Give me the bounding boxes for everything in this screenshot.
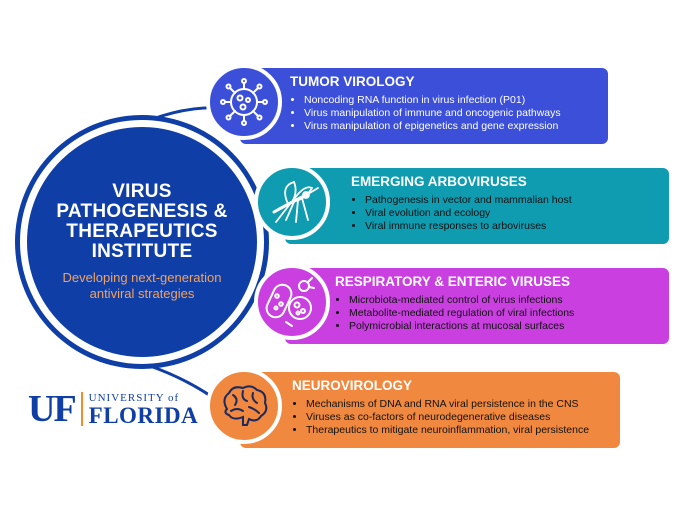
card-title: RESPIRATORY & ENTERIC VIRUSES — [335, 274, 571, 289]
list-item: Virus manipulation of immune and oncogen… — [304, 107, 598, 120]
card-emerging-arboviruses: EMERGING ARBOVIRUSES Pathogenesis in vec… — [285, 168, 669, 244]
list-item: Therapeutics to mitigate neuroinflammati… — [306, 424, 610, 437]
card-title: NEUROVIROLOGY — [292, 378, 413, 393]
virus-icon — [206, 64, 282, 140]
logo-line-florida: FLORIDA — [88, 402, 199, 428]
list-item: Pathogenesis in vector and mammalian hos… — [365, 194, 659, 207]
card-list: Mechanisms of DNA and RNA viral persiste… — [292, 398, 610, 437]
card-list: Noncoding RNA function in virus infectio… — [290, 94, 598, 133]
mosquito-icon — [254, 164, 330, 240]
hub-title: VIRUS PATHOGENESIS & THERAPEUTICS INSTIT… — [56, 181, 228, 262]
list-item: Viruses as co-factors of neurodegenerati… — [306, 411, 610, 424]
card-title: EMERGING ARBOVIRUSES — [351, 174, 527, 189]
list-item: Viral immune responses to arboviruses — [365, 220, 659, 233]
list-item: Metabolite-mediated regulation of viral … — [349, 307, 659, 320]
logo-line-university: UNIVERSITY of — [88, 391, 180, 404]
list-item: Polymicrobial interactions at mucosal su… — [349, 320, 659, 333]
logo-divider — [80, 392, 83, 426]
brain-icon — [206, 368, 282, 444]
card-neurovirology: NEUROVIROLOGY Mechanisms of DNA and RNA … — [240, 372, 620, 448]
hub-subtitle: Developing next-generation antiviral str… — [62, 270, 222, 301]
card-tumor-virology: TUMOR VIROLOGY Noncoding RNA function in… — [240, 68, 608, 144]
card-list: Microbiota-mediated control of virus inf… — [335, 294, 659, 333]
university-of-florida-logo: UF UNIVERSITY of FLORIDA — [28, 390, 198, 428]
list-item: Virus manipulation of epigenetics and ge… — [304, 120, 598, 133]
logo-mark: UF — [28, 388, 77, 430]
card-respiratory-enteric-viruses: RESPIRATORY & ENTERIC VIRUSES Microbiota… — [285, 268, 669, 344]
bacteria-icon — [254, 264, 330, 340]
list-item: Noncoding RNA function in virus infectio… — [304, 94, 598, 107]
card-list: Pathogenesis in vector and mammalian hos… — [351, 194, 659, 233]
list-item: Microbiota-mediated control of virus inf… — [349, 294, 659, 307]
logo-wordmark: UNIVERSITY of FLORIDA — [89, 392, 199, 427]
card-title: TUMOR VIROLOGY — [290, 74, 415, 89]
list-item: Viral evolution and ecology — [365, 207, 659, 220]
institute-hub: VIRUS PATHOGENESIS & THERAPEUTICS INSTIT… — [20, 120, 264, 364]
list-item: Mechanisms of DNA and RNA viral persiste… — [306, 398, 610, 411]
